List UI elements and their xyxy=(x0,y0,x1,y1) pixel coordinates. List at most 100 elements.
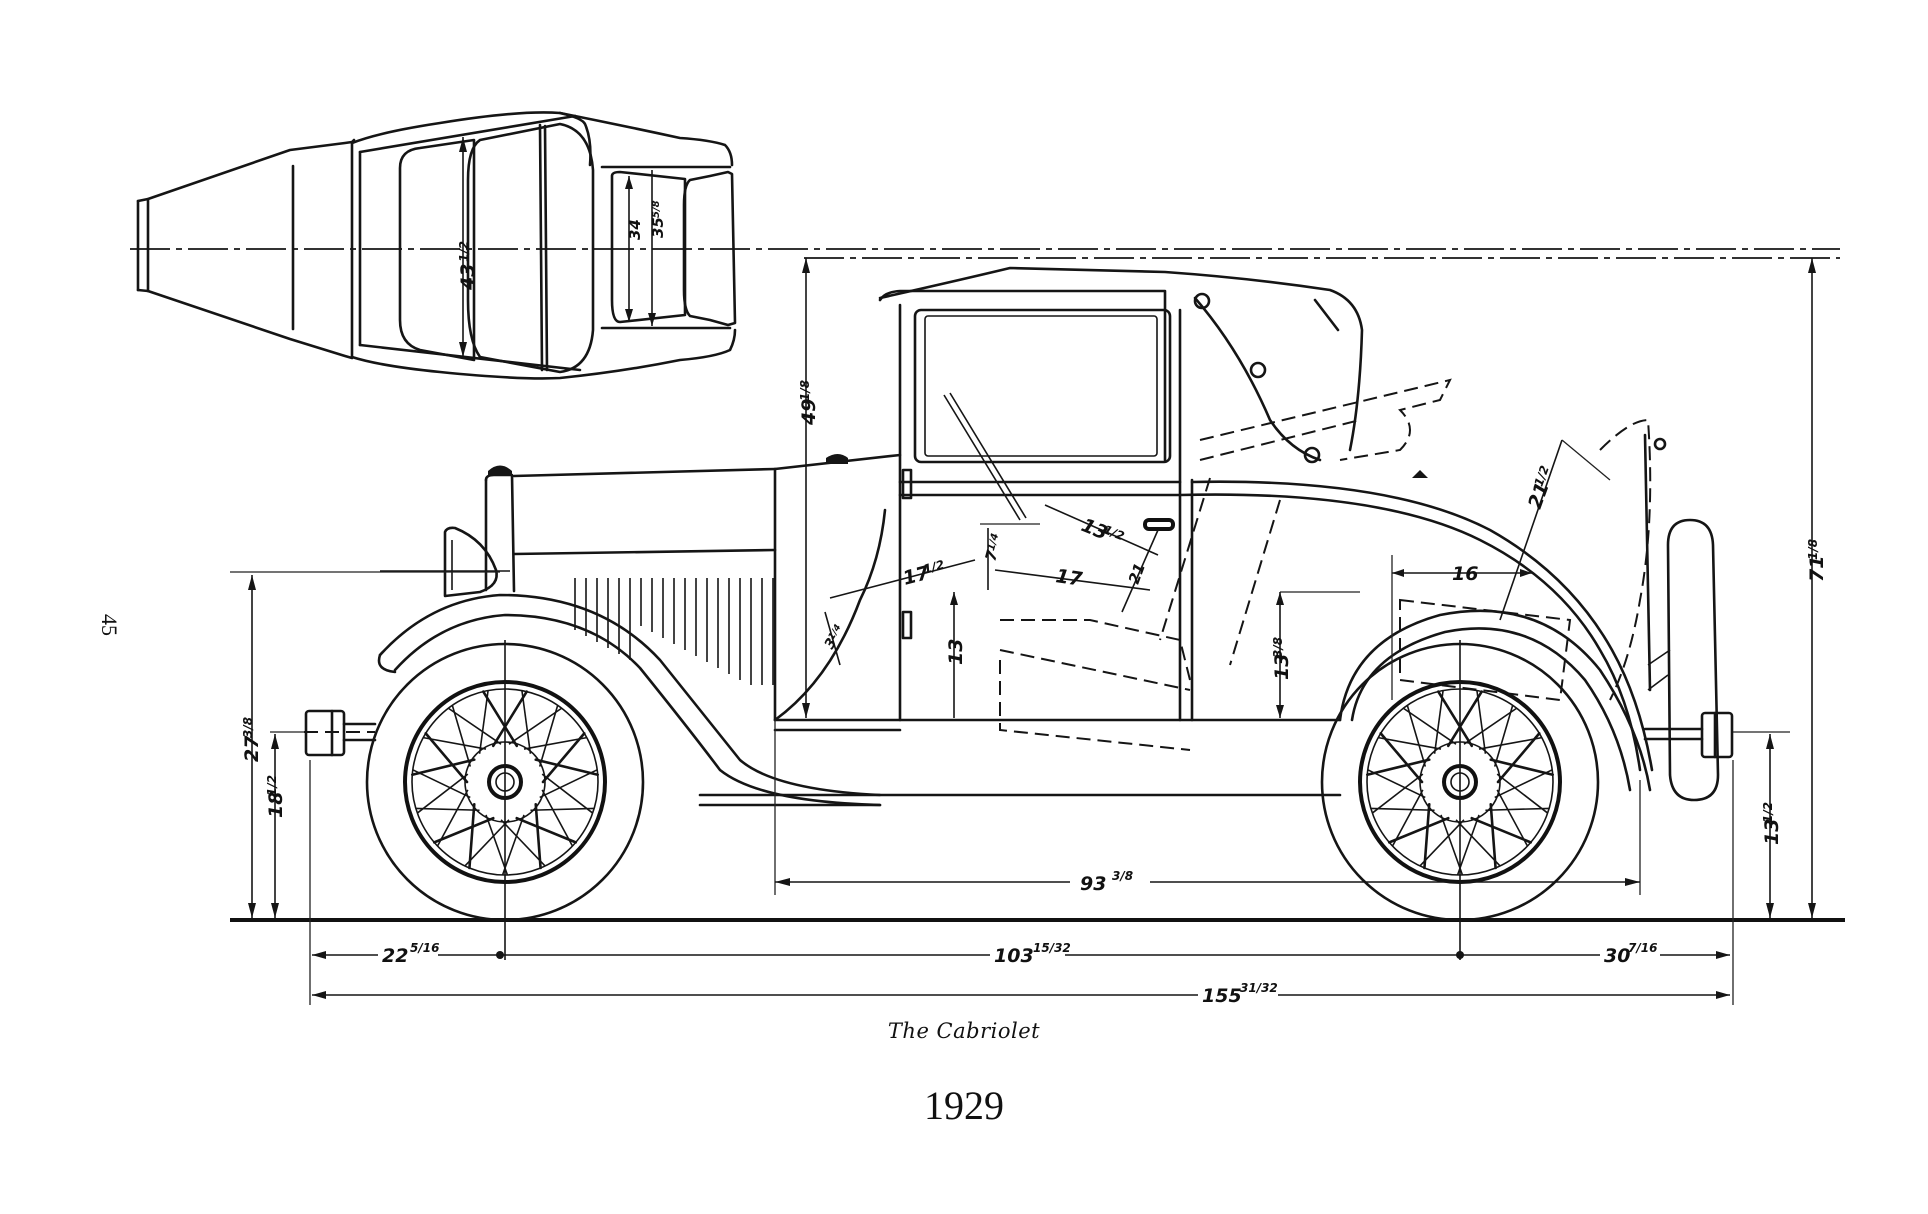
dim-line-rumble-back xyxy=(1499,439,1563,621)
cockpit-edge xyxy=(358,343,582,372)
seat-base-outline xyxy=(999,660,1191,751)
arrowhead xyxy=(312,991,326,999)
spoke xyxy=(1402,707,1457,745)
folded-top-outline xyxy=(1199,378,1452,461)
spoke xyxy=(1391,789,1424,847)
body xyxy=(698,266,1667,807)
spoke xyxy=(423,736,487,750)
spoke xyxy=(541,789,574,847)
spoke xyxy=(416,773,469,814)
top-strap xyxy=(1313,298,1340,332)
arrowhead xyxy=(1766,734,1774,749)
spoke xyxy=(508,707,563,745)
dim-label-door-depth: 21 xyxy=(1125,561,1149,587)
spoke xyxy=(1494,769,1553,799)
spoke xyxy=(1463,707,1518,745)
side-window-inner xyxy=(924,315,1158,457)
dim-label-cowl-height: 49 xyxy=(798,399,820,426)
arrowhead xyxy=(1808,258,1816,273)
arrowhead xyxy=(1625,878,1640,886)
arrowhead xyxy=(1276,705,1284,718)
spoke xyxy=(501,814,525,876)
arrowhead xyxy=(1766,903,1774,918)
arrowhead xyxy=(625,176,633,189)
deck-handle xyxy=(1412,470,1428,478)
arrowhead xyxy=(1716,951,1730,959)
landau-bolt xyxy=(1193,292,1211,310)
dim-line-toe-board xyxy=(824,611,841,666)
seat-cushion-outline xyxy=(999,649,1191,691)
wiper xyxy=(943,394,1021,521)
spare-bracket xyxy=(1647,674,1669,691)
spoke xyxy=(412,769,471,799)
seat-cushion-outline xyxy=(1000,619,1191,681)
front-seat-cushion xyxy=(398,138,476,362)
side-window xyxy=(913,308,1172,464)
front-seat-back xyxy=(466,122,595,374)
landau-bolt xyxy=(1303,446,1321,464)
spoke xyxy=(515,816,578,844)
hinge xyxy=(901,468,913,500)
spoke xyxy=(1496,732,1541,784)
dim-fraction: 1/8 xyxy=(1806,539,1820,560)
dim-label-rumble-opening: 35 xyxy=(649,217,667,238)
label-mask xyxy=(378,940,438,968)
landau-bolt xyxy=(1249,361,1267,379)
spoke xyxy=(485,814,509,876)
arrowhead xyxy=(248,575,256,590)
arrowhead xyxy=(1716,991,1730,999)
rumble-seat-back xyxy=(682,170,737,327)
spoke xyxy=(1406,705,1427,767)
dim-fraction: 31/32 xyxy=(1240,981,1278,995)
seat-divider xyxy=(538,123,544,372)
spoke xyxy=(1419,819,1465,867)
spare-bracket xyxy=(1647,649,1671,666)
headlamp xyxy=(443,526,498,598)
spoke xyxy=(539,769,598,799)
dim-label-front-seat-width: 43 xyxy=(457,264,479,291)
dim-label-overall-length: 155 xyxy=(1202,985,1242,1007)
arrowhead xyxy=(775,878,790,886)
rear-deck-curve xyxy=(1178,493,1642,772)
dim-fraction: 3/8 xyxy=(241,717,255,738)
arrowhead xyxy=(950,592,958,605)
dim-label-rumble-depth: 16 xyxy=(1452,563,1478,585)
dim-fraction: 3/8 xyxy=(1112,869,1133,883)
arrowhead xyxy=(312,951,326,959)
spoke xyxy=(478,690,489,754)
dim-fraction: 15/32 xyxy=(1033,941,1071,955)
dim-fraction: 7/16 xyxy=(1628,941,1657,955)
side-view xyxy=(230,257,1845,960)
spoke xyxy=(500,819,546,867)
spoke xyxy=(1485,807,1550,812)
spoke xyxy=(541,732,586,784)
spoke xyxy=(1478,736,1542,750)
spoke xyxy=(1433,690,1444,754)
spoke xyxy=(1470,816,1533,844)
dim-label-seat-depth: 17 xyxy=(1054,565,1084,591)
arrowhead xyxy=(271,903,279,918)
spoke xyxy=(1365,758,1431,777)
spoke xyxy=(1387,816,1450,844)
rear-deck-outer xyxy=(1190,480,1654,772)
spoke xyxy=(521,690,532,754)
arrowhead xyxy=(248,903,256,918)
cowl-sweep xyxy=(773,508,887,722)
dim-fraction: 3/8 xyxy=(1271,637,1285,658)
arrowhead xyxy=(1808,903,1816,918)
spoke xyxy=(1476,690,1487,754)
arrowhead xyxy=(1276,592,1284,605)
body-bottom-edge xyxy=(350,328,737,380)
hood xyxy=(380,465,777,722)
spoke xyxy=(523,736,587,750)
landau-iron xyxy=(1193,296,1322,462)
dim-label-rear-overhang: 30 xyxy=(1604,945,1630,967)
hinge xyxy=(901,610,913,640)
rear-fender xyxy=(1338,609,1652,792)
caption-title: The Cabriolet xyxy=(887,1019,1041,1043)
arrowhead xyxy=(802,258,810,273)
spoke xyxy=(1496,789,1529,847)
spoke xyxy=(464,819,510,867)
label-mask xyxy=(1600,940,1660,968)
spare-tire xyxy=(1666,518,1720,802)
